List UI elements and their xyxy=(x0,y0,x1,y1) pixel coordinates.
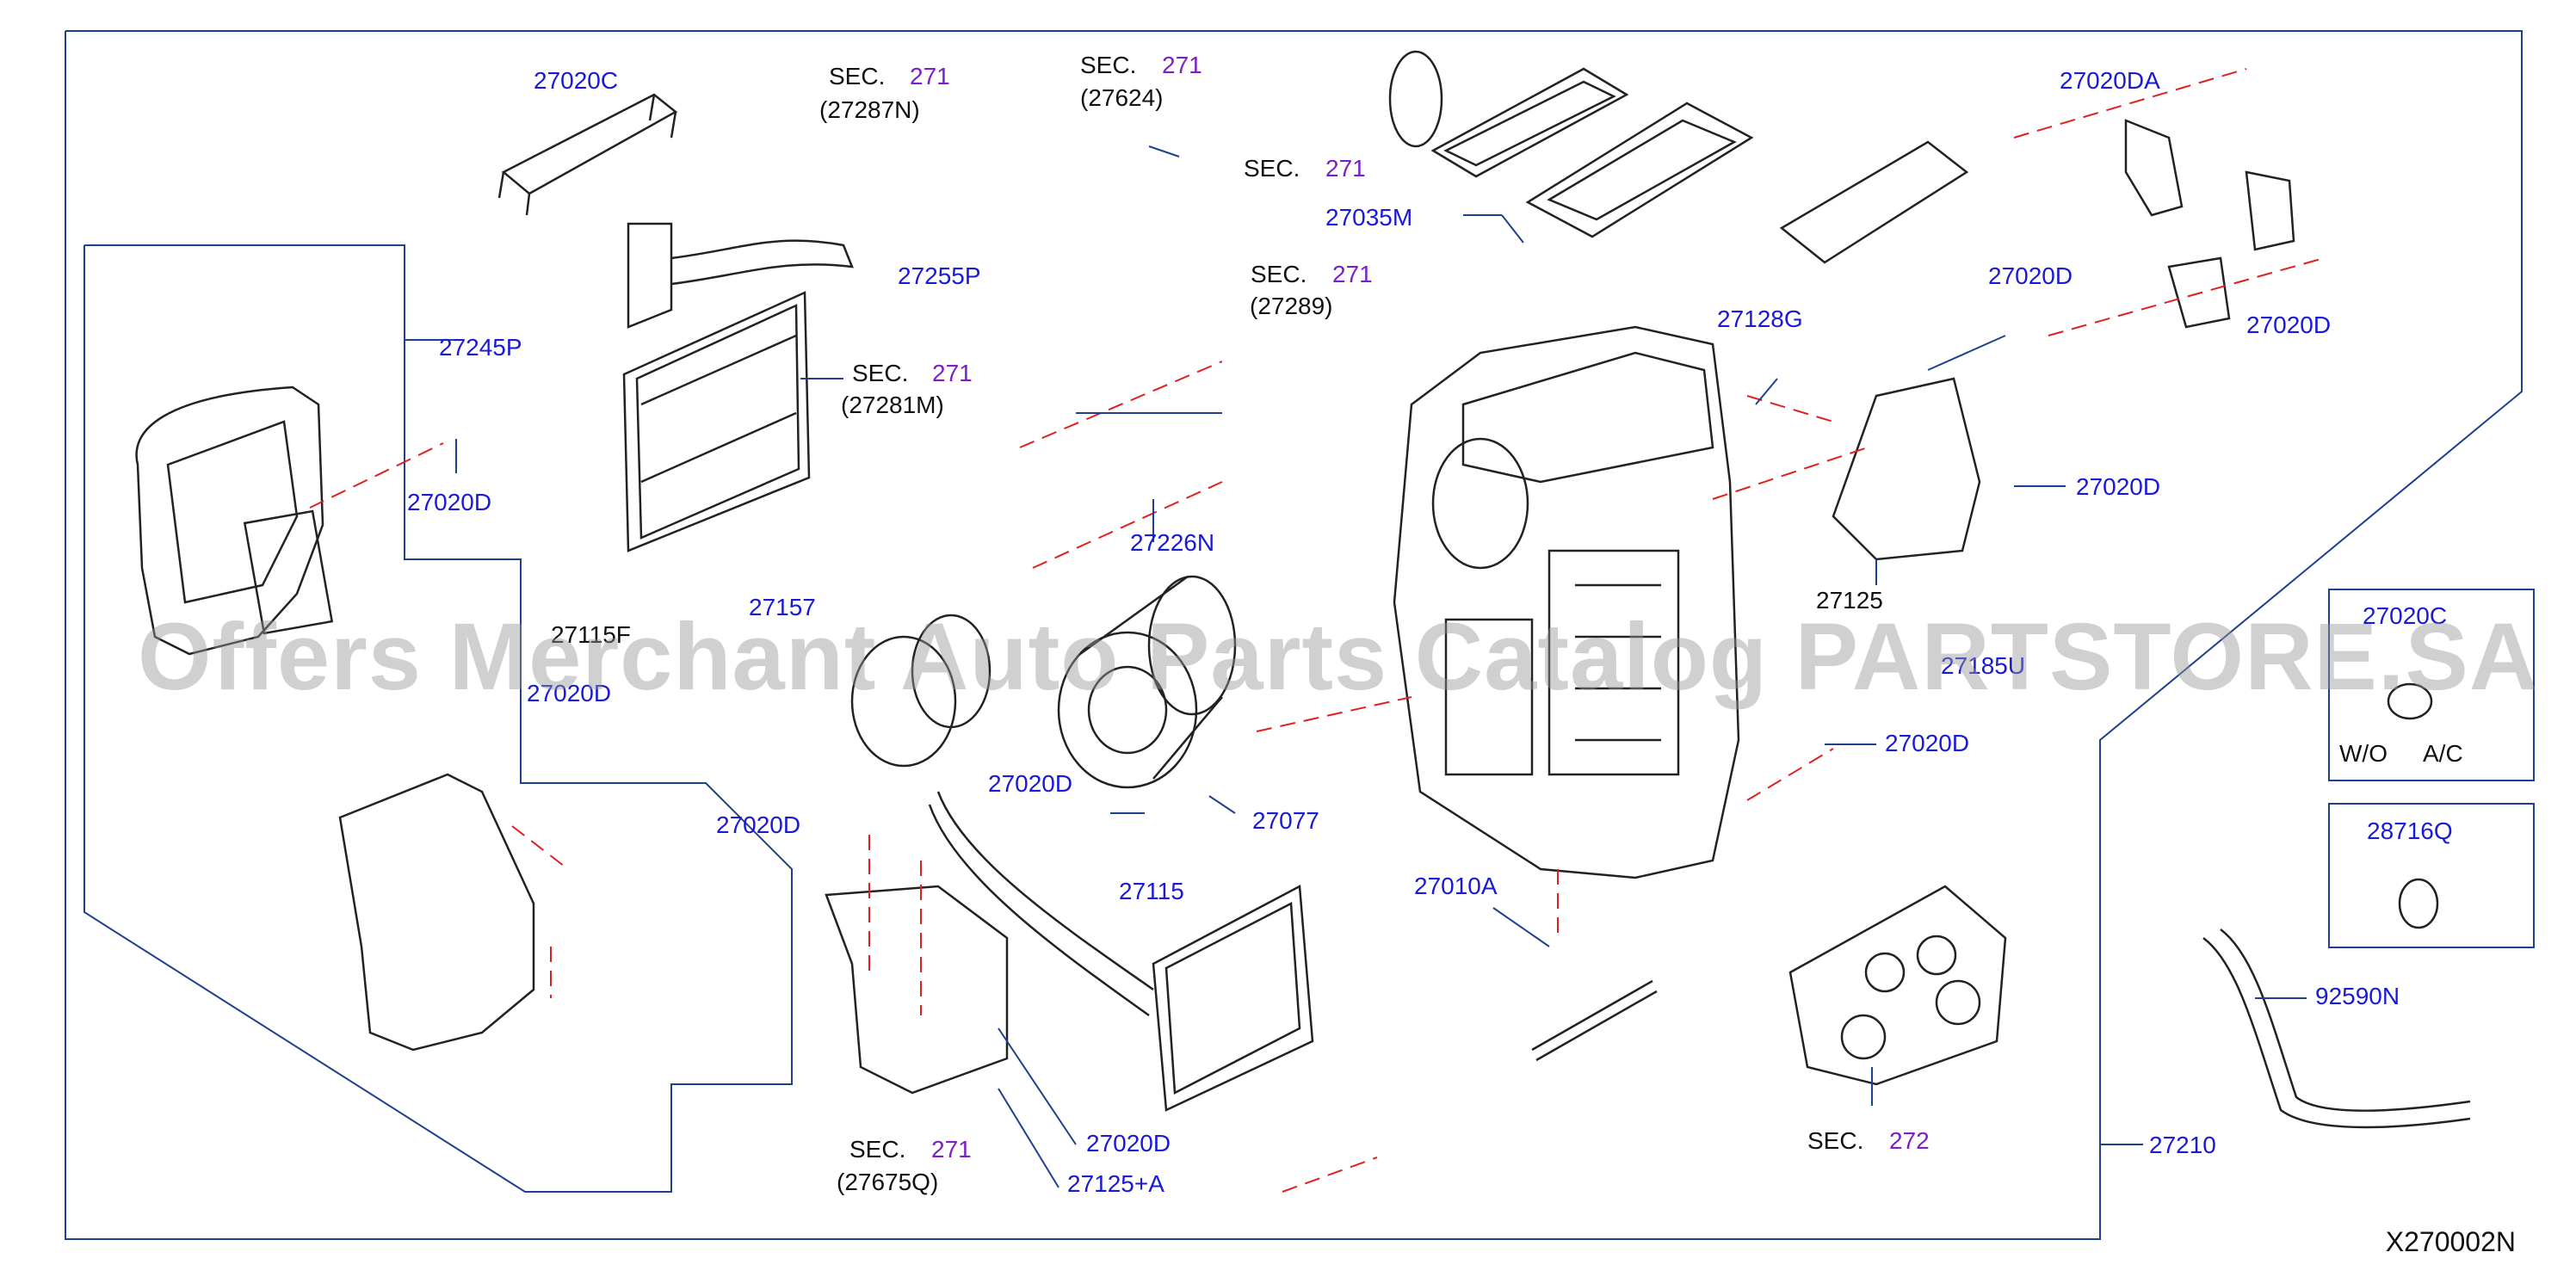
sec-271-c[interactable]: 271 xyxy=(1325,155,1366,182)
sec-word-d: SEC. xyxy=(1251,261,1307,287)
label-27125[interactable]: 27125 xyxy=(1816,587,1883,614)
control-head-drawing xyxy=(1531,885,2007,1086)
diagram-reference: X270002N xyxy=(2385,1226,2516,1257)
label-27077[interactable]: 27077 xyxy=(1252,807,1319,834)
duct-drawing xyxy=(338,773,1009,1095)
sec-word-f: SEC. xyxy=(849,1136,906,1163)
inset-grommet-box xyxy=(2328,589,2535,781)
sec-word-e: SEC. xyxy=(852,360,909,386)
grommet-drawing xyxy=(2387,682,2439,929)
intake-housing-drawing xyxy=(135,386,334,656)
sec-271-e[interactable]: 271 xyxy=(932,360,973,386)
label-27226N[interactable]: 27226N xyxy=(1130,529,1215,556)
heater-cover-drawing xyxy=(497,93,678,216)
motor-drawing xyxy=(850,614,991,768)
main-frame xyxy=(65,30,2523,1240)
label-27020D-m3[interactable]: 27020D xyxy=(1086,1130,1171,1157)
label-27020D-l1[interactable]: 27020D xyxy=(407,489,492,515)
label-27020D-r4[interactable]: 27020D xyxy=(1885,730,1970,756)
label-27020D-m1[interactable]: 27020D xyxy=(988,770,1073,797)
label-27287N[interactable]: (27287N) xyxy=(819,96,920,123)
heater-core-drawing xyxy=(928,791,1314,1112)
left-subframe xyxy=(83,244,793,1193)
label-27289[interactable]: (27289) xyxy=(1250,293,1333,319)
sec-271-d[interactable]: 271 xyxy=(1332,261,1373,287)
actuator-drawing xyxy=(1779,119,2295,329)
label-27245P[interactable]: 27245P xyxy=(439,334,522,361)
label-27020D-l2[interactable]: 27020D xyxy=(527,680,612,706)
inset1-ac-label: A/C xyxy=(2423,740,2463,767)
inset1-part-label[interactable]: 27020C xyxy=(2363,602,2448,629)
drain-hose-drawing xyxy=(2202,928,2471,1129)
label-27020D-r3[interactable]: 27020D xyxy=(2076,473,2161,500)
label-27675Q[interactable]: (27675Q) xyxy=(837,1169,939,1195)
label-27157[interactable]: 27157 xyxy=(749,594,816,620)
dashed-leaders xyxy=(309,68,2325,1193)
leader-lines xyxy=(405,145,2307,1188)
label-27020DA[interactable]: 27020DA xyxy=(2060,67,2160,94)
sec-word-c: SEC. xyxy=(1244,155,1300,182)
label-92590N[interactable]: 92590N xyxy=(2315,983,2400,1009)
label-27210[interactable]: 27210 xyxy=(2149,1132,2216,1158)
label-27185U[interactable]: 27185U xyxy=(1941,652,2026,679)
sec-271-b[interactable]: 271 xyxy=(1162,52,1202,78)
hvac-unit-drawing xyxy=(1393,325,1740,879)
sec-word-a: SEC. xyxy=(829,63,886,89)
label-27020D-r2[interactable]: 27020D xyxy=(2246,312,2332,338)
label-27010A[interactable]: 27010A xyxy=(1414,873,1498,899)
label-27128G[interactable]: 27128G xyxy=(1717,305,1803,332)
sec-272[interactable]: 272 xyxy=(1889,1127,1930,1154)
sec-word-b: SEC. xyxy=(1080,52,1137,78)
sec-271-f[interactable]: 271 xyxy=(931,1136,972,1163)
inset2-part-label[interactable]: 28716Q xyxy=(2367,817,2453,844)
label-27281M[interactable]: (27281M) xyxy=(841,392,944,418)
label-27020D-r1[interactable]: 27020D xyxy=(1988,262,2073,289)
evaporator-drawing xyxy=(622,222,854,552)
label-27035M[interactable]: 27035M xyxy=(1325,204,1413,231)
label-27255P[interactable]: 27255P xyxy=(898,262,981,289)
blower-motor-drawing xyxy=(1057,575,1237,789)
label-27624[interactable]: (27624) xyxy=(1080,84,1164,111)
label-27125A[interactable]: 27125+A xyxy=(1067,1170,1164,1197)
inset1-wo-label: W/O xyxy=(2339,740,2388,767)
label-27115F[interactable]: 27115F xyxy=(551,621,631,648)
label-27020C[interactable]: 27020C xyxy=(534,67,619,94)
sec-word-g: SEC. xyxy=(1807,1127,1864,1154)
side-housing-drawing xyxy=(1832,377,1981,561)
sec-271-a[interactable]: 271 xyxy=(910,63,950,89)
label-27115[interactable]: 27115 xyxy=(1119,878,1184,904)
inset-seal-box xyxy=(2328,803,2535,948)
filter-drawing xyxy=(1388,50,1754,238)
label-27020D-m2[interactable]: 27020D xyxy=(716,811,801,838)
